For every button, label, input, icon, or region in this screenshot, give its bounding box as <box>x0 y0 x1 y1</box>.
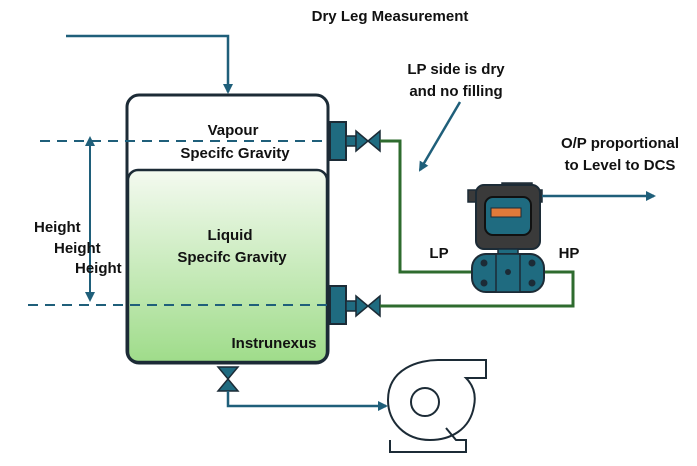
lp-port-label: LP <box>429 245 448 262</box>
upper-nozzle-flange <box>329 121 347 161</box>
vapour-label: Vapour <box>208 122 259 139</box>
height-label-1: Height <box>34 219 81 236</box>
hp-port-label: HP <box>559 245 580 262</box>
inlet-pipe <box>66 34 233 94</box>
upper-nozzle-stub <box>345 135 357 147</box>
lp-note-arrow <box>418 101 462 172</box>
liquid-region <box>126 168 329 364</box>
centrifugal-pump-icon <box>386 359 487 453</box>
lower-nozzle-flange <box>329 285 347 325</box>
dp-transmitter <box>467 182 545 293</box>
bottom-outlet-valve-icon <box>216 366 240 392</box>
lower-nozzle-stub <box>345 300 357 312</box>
diagram-title: Dry Leg Measurement <box>312 8 469 25</box>
output-note-line1: O/P proportional <box>561 135 679 152</box>
height-label-3: Height <box>75 260 122 277</box>
pump-suction-pipe <box>226 391 388 411</box>
vapour-gravity-label: Specifc Gravity <box>180 145 290 162</box>
display-indicator <box>490 207 522 218</box>
liquid-label: Liquid <box>208 227 253 244</box>
lp-dry-leg-line <box>380 139 476 274</box>
brand-label: Instrunexus <box>231 335 316 352</box>
upper-isolation-valve-icon <box>355 129 381 153</box>
height-label-2: Height <box>54 240 101 257</box>
liquid-gravity-label: Specifc Gravity <box>177 249 287 266</box>
output-note-line2: to Level to DCS <box>565 157 676 174</box>
lp-note-line1: LP side is dry <box>407 61 505 78</box>
hp-impulse-line <box>380 270 575 308</box>
lp-note-line2: and no filling <box>409 83 502 100</box>
lower-isolation-valve-icon <box>355 294 381 318</box>
